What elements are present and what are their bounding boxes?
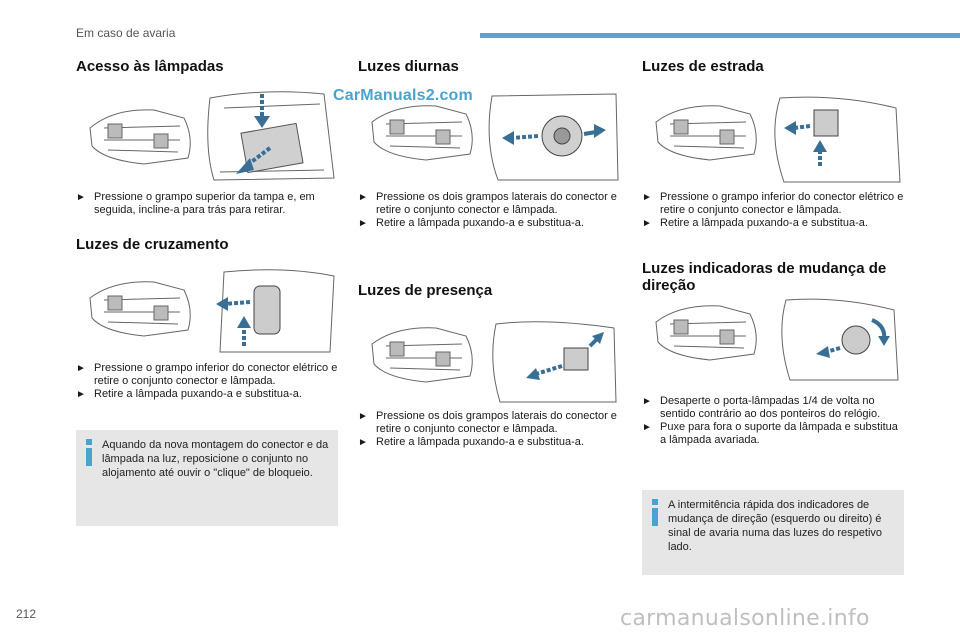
bullets-presenca: ►Pressione os dois grampos laterais do c…	[358, 410, 620, 449]
list-item: ►Retire a lâmpada puxando-a e substitua-…	[358, 217, 584, 229]
bullet-icon: ►	[358, 192, 368, 203]
section-title: Acesso às lâmpadas	[76, 58, 224, 75]
section-indicadoras-title-wrap: Luzes indicadoras de mudança de direção	[642, 260, 892, 294]
note-text: Aquando da nova montagem do conector e d…	[102, 439, 329, 479]
list-item: ►Pressione o grampo superior da tampa e,…	[76, 191, 315, 216]
section-title: Luzes de estrada	[642, 58, 764, 75]
section-acesso-title-wrap: Acesso às lâmpadas	[76, 58, 338, 75]
page-number: 212	[16, 607, 37, 621]
note-box-indicadoras: A intermitência rápida dos indicadores d…	[642, 490, 904, 575]
note-text: A intermitência rápida dos indicadores d…	[668, 499, 883, 553]
running-header: Em caso de avaria	[76, 26, 176, 40]
bullet-icon: ►	[358, 437, 368, 448]
illustration-presenca	[366, 318, 620, 404]
section-title: Luzes diurnas	[358, 58, 459, 75]
section-title: Luzes de presença	[358, 282, 493, 299]
bullets-indicadoras: ►Desaperte o porta-lâmpadas 1/4 de volta…	[642, 395, 904, 447]
header-accent-bar	[480, 33, 960, 38]
bullet-icon: ►	[642, 422, 652, 433]
watermark-top: CarManuals2.com	[333, 87, 473, 104]
bullets-cruzamento: ►Pressione o grampo inferior do conector…	[76, 362, 338, 401]
note-box-cruzamento: Aquando da nova montagem do conector e d…	[76, 430, 338, 526]
section-estrada-title-wrap: Luzes de estrada	[642, 58, 904, 75]
bullet-icon: ►	[76, 192, 86, 203]
bullets-acesso: ►Pressione o grampo superior da tampa e,…	[76, 191, 338, 217]
illustration-cruzamento	[84, 268, 336, 354]
illustration-estrada	[650, 96, 902, 184]
section-cruzamento-title-wrap: Luzes de cruzamento	[76, 236, 338, 253]
bullet-icon: ►	[358, 218, 368, 229]
list-item: ►Retire a lâmpada puxando-a e substitua-…	[76, 388, 302, 400]
bullet-icon: ►	[76, 363, 86, 374]
illustration-diurnas	[366, 92, 620, 182]
section-title: Luzes indicadoras de mudança de direção	[642, 260, 887, 294]
list-item: ►Pressione o grampo inferior do conector…	[642, 191, 904, 216]
bullet-icon: ►	[642, 396, 652, 407]
bullets-estrada: ►Pressione o grampo inferior do conector…	[642, 191, 904, 230]
list-item: ►Pressione os dois grampos laterais do c…	[358, 191, 617, 216]
illustration-indicadoras	[650, 296, 902, 382]
section-diurnas-title-wrap: Luzes diurnas	[358, 58, 620, 75]
list-item: ►Puxe para fora o suporte da lâmpada e s…	[642, 421, 898, 446]
info-icon	[86, 439, 92, 467]
list-item: ►Pressione os dois grampos laterais do c…	[358, 410, 617, 435]
bullet-icon: ►	[76, 389, 86, 400]
watermark-bottom: carmanualsonline.info	[620, 606, 870, 631]
list-item: ►Pressione o grampo inferior do conector…	[76, 362, 338, 387]
list-item: ►Retire a lâmpada puxando-a e substitua-…	[642, 217, 868, 229]
section-title: Luzes de cruzamento	[76, 236, 229, 253]
bullet-icon: ►	[642, 218, 652, 229]
section-presenca-title-wrap: Luzes de presença	[358, 282, 620, 299]
bullet-icon: ►	[358, 411, 368, 422]
illustration-acesso	[84, 88, 336, 184]
bullets-diurnas: ►Pressione os dois grampos laterais do c…	[358, 191, 620, 230]
list-item: ►Retire a lâmpada puxando-a e substitua-…	[358, 436, 584, 448]
bullet-icon: ►	[642, 192, 652, 203]
list-item: ►Desaperte o porta-lâmpadas 1/4 de volta…	[642, 395, 881, 420]
info-icon	[652, 499, 658, 527]
